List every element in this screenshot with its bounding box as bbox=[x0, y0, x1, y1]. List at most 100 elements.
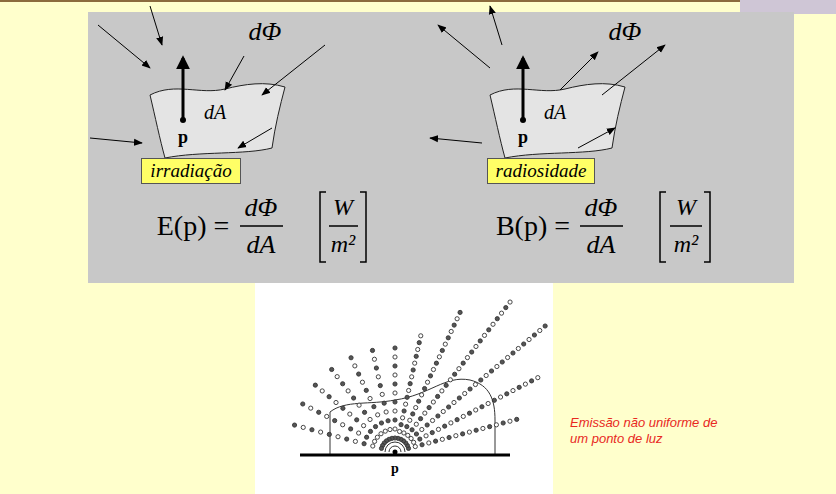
emission-dot bbox=[313, 383, 317, 387]
emission-dot bbox=[357, 403, 361, 407]
emission-dot bbox=[400, 416, 404, 420]
point bbox=[520, 117, 526, 123]
emission-dot bbox=[413, 361, 417, 365]
ray bbox=[90, 138, 142, 143]
emission-dot bbox=[449, 329, 453, 333]
emission-dot bbox=[393, 391, 397, 395]
ray bbox=[98, 25, 150, 68]
radiosity-figure bbox=[430, 6, 665, 158]
emission-dot bbox=[427, 405, 431, 409]
emission-dot bbox=[410, 375, 414, 379]
emission-dot bbox=[436, 394, 440, 398]
denominator: dA bbox=[247, 230, 276, 260]
emission-dot bbox=[420, 443, 424, 447]
emission-dot bbox=[431, 400, 435, 404]
numerator: dΦ bbox=[245, 193, 278, 223]
emission-dot bbox=[345, 437, 349, 441]
emission-dot bbox=[310, 428, 314, 432]
emission-dot bbox=[478, 339, 482, 343]
emission-dot bbox=[341, 423, 345, 427]
unit-denominator: m² bbox=[674, 231, 699, 259]
numerator: dΦ bbox=[585, 193, 618, 223]
emission-dot bbox=[386, 419, 390, 423]
emission-dot bbox=[380, 392, 384, 396]
emission-dot bbox=[319, 430, 323, 434]
formula-lhs: B(p) = bbox=[496, 210, 570, 242]
emission-outline bbox=[330, 379, 495, 455]
emission-dot bbox=[404, 402, 408, 406]
emission-dot bbox=[436, 427, 440, 431]
emission-dot bbox=[349, 427, 353, 431]
emission-dots bbox=[292, 300, 547, 451]
emission-dot bbox=[405, 395, 409, 399]
emission-dot bbox=[453, 372, 457, 376]
fraction-bar bbox=[240, 225, 283, 227]
emission-dot bbox=[416, 347, 420, 351]
label-box: irradiação bbox=[141, 158, 240, 184]
emission-dot bbox=[536, 376, 540, 380]
formula-lhs: E(p) = bbox=[157, 210, 230, 242]
emission-dot bbox=[447, 435, 451, 439]
emission-dot bbox=[406, 433, 410, 437]
emission-dot bbox=[498, 395, 502, 399]
emission-dot bbox=[470, 350, 474, 354]
emission-dot bbox=[372, 439, 376, 443]
emission-dot bbox=[428, 374, 432, 378]
emission-dot bbox=[365, 435, 369, 439]
fraction-bar bbox=[670, 225, 702, 227]
outgoing-rays bbox=[430, 6, 665, 148]
emission-dot bbox=[378, 384, 382, 388]
emission-dot bbox=[371, 444, 375, 448]
emission-dot bbox=[446, 336, 450, 340]
emission-dot bbox=[397, 429, 401, 433]
emission-dot bbox=[501, 421, 505, 425]
grey-panel bbox=[88, 12, 794, 283]
emission-dot bbox=[320, 389, 324, 393]
emission-dot bbox=[361, 424, 365, 428]
flux-label: dΦ bbox=[609, 17, 642, 47]
emission-dot bbox=[411, 412, 415, 416]
emission-dot bbox=[352, 396, 356, 400]
emission-dot bbox=[419, 334, 423, 338]
irradiance-figure bbox=[90, 6, 325, 158]
emission-dot bbox=[482, 333, 486, 337]
emission-dot bbox=[341, 406, 345, 410]
emission-dot bbox=[375, 435, 379, 439]
emission-dot bbox=[414, 422, 418, 426]
area-label: dA bbox=[204, 101, 226, 124]
emission-dot bbox=[455, 317, 459, 321]
white-panel bbox=[255, 283, 553, 494]
emission-dot bbox=[393, 427, 397, 431]
emission-dot bbox=[393, 400, 397, 404]
denominator: dA bbox=[587, 230, 616, 260]
formula-strokes bbox=[240, 192, 710, 262]
point-label: p bbox=[518, 127, 528, 148]
emission-dot bbox=[474, 344, 478, 348]
emission-dot bbox=[374, 366, 378, 370]
emission-dot bbox=[405, 425, 409, 429]
emission-dot bbox=[402, 409, 406, 413]
emission-dot bbox=[424, 434, 428, 438]
emission-dot bbox=[418, 437, 422, 441]
emission-dot bbox=[461, 414, 465, 418]
ray bbox=[438, 25, 490, 68]
emission-dot bbox=[418, 417, 422, 421]
emission-dot bbox=[393, 418, 397, 422]
emission-dot bbox=[463, 391, 467, 395]
emission-dot bbox=[348, 412, 352, 416]
emission-dot bbox=[402, 431, 406, 435]
normal-vector bbox=[182, 58, 185, 118]
emission-dot bbox=[511, 388, 515, 392]
emission-dot bbox=[467, 411, 471, 415]
emission-dot bbox=[468, 387, 472, 391]
emission-dot bbox=[407, 388, 411, 392]
emission-dot bbox=[505, 392, 509, 396]
emission-dot bbox=[452, 400, 456, 404]
emission-dot bbox=[417, 341, 421, 345]
emission-dot bbox=[425, 380, 429, 384]
emission-dot bbox=[379, 446, 383, 450]
emission-dot bbox=[494, 423, 498, 427]
emission-dot bbox=[491, 322, 495, 326]
emission-dot bbox=[467, 430, 471, 434]
emission-dot bbox=[353, 439, 357, 443]
